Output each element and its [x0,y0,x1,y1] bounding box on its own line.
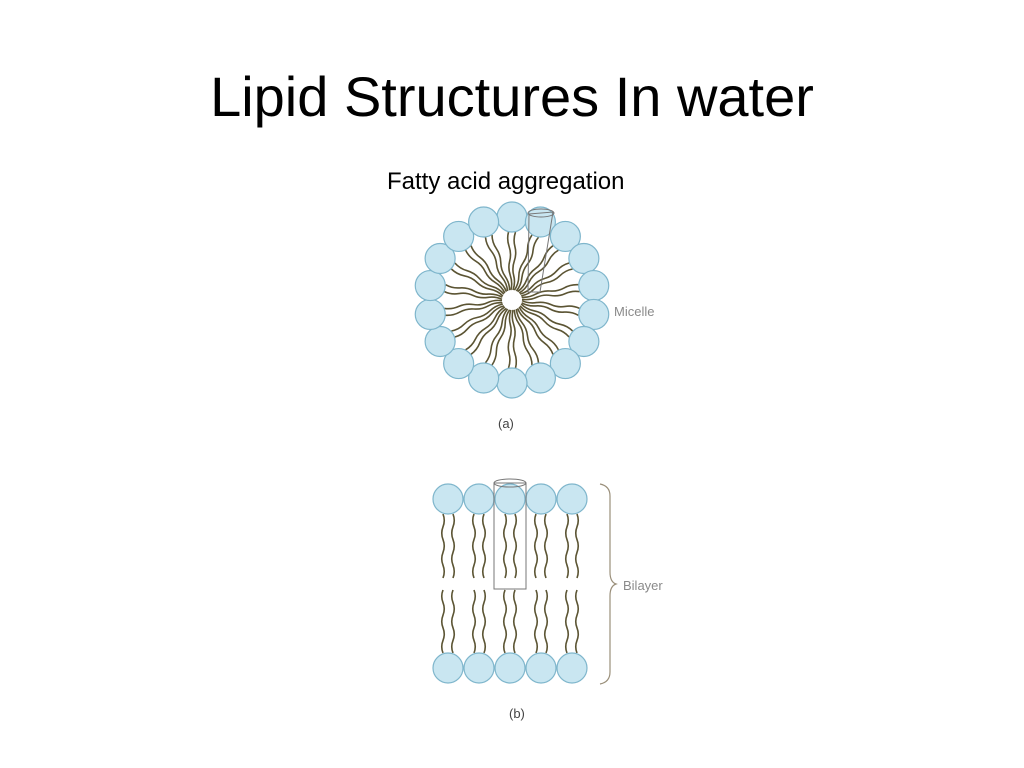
micelle-head [443,347,475,380]
bilayer-head-top [525,483,557,515]
micelle-tail [519,305,570,338]
micelle-tail [521,302,579,317]
micelle-lipid-outline [527,211,554,293]
bilayer-tail [543,589,549,654]
micelle-tail [444,299,503,310]
bilayer-tail [481,589,487,654]
bilayer-tail [440,589,446,654]
micelle-tail [445,283,503,298]
bilayer-tail [533,589,539,654]
micelle-tail [465,306,506,351]
micelle-tail [513,234,533,291]
bilayer-lipid-cap [493,478,527,488]
bilayer-tail [533,513,539,579]
bilayer-head-bottom [463,652,495,684]
micelle-tail [454,305,505,338]
bilayer [432,478,618,685]
bilayer-tail [481,513,487,579]
micelle-tail [515,236,540,292]
bilayer-tail [471,589,477,654]
bilayer-tail [574,589,580,654]
figure-title: Fatty acid aggregation [387,168,625,195]
bilayer-head-top [494,483,526,515]
bilayer-head-bottom [432,652,464,684]
bilayer-head-bottom [494,652,526,684]
micelle-tail [521,299,580,310]
micelle-tail [516,308,554,355]
micelle-tail [445,301,503,317]
micelle-tail [518,306,560,351]
micelle-tail [507,309,512,369]
micelle-tail [451,303,503,332]
bilayer-tail [450,513,456,579]
micelle-tail [506,231,513,291]
micelle-head [414,269,446,302]
micelle-tail [464,249,506,294]
micelle [414,201,610,399]
micelle-head [568,242,600,275]
bilayer-tail [564,513,570,579]
micelle-head [424,325,456,358]
micelle-tail [484,237,509,292]
micelle-tail [444,290,503,301]
micelle-tail [491,309,511,366]
bilayer-tail [574,513,580,579]
micelle-head [578,298,610,331]
bilayer-tail [502,589,508,654]
micelle-tail [484,308,509,364]
bilayer-head-top [556,483,588,515]
micelle-head [496,367,528,399]
bilayer-lipid-outline [493,482,527,590]
bilayer-tail [440,513,446,579]
micelle-tail [513,309,533,366]
micelle-head [424,242,456,275]
bilayer-head-bottom [556,652,588,684]
bilayer-tail [564,589,570,654]
bilayer-head-top [432,483,464,515]
micelle-tail [491,234,511,291]
micelle-head [443,220,475,253]
bilayer-label: Bilayer [623,578,663,593]
micelle-head [468,362,500,394]
slide-title: Lipid Structures In water [210,65,814,128]
bilayer-tail [512,589,518,654]
micelle-tail [470,245,508,292]
micelle-tail [512,231,517,291]
micelle-tail [520,303,574,332]
micelle-label: Micelle [614,304,654,319]
micelle-head [578,269,610,302]
micelle-tail [470,307,507,355]
micelle-tail [521,290,580,301]
micelle-head [468,206,500,238]
micelle-lipid-cap [527,208,555,218]
bilayer-tail [543,513,549,579]
bilayer-bracket [599,483,618,685]
micelle-tail [454,262,505,295]
micelle-head [524,362,556,394]
bilayer-tail [512,513,518,579]
micelle-head [414,298,446,331]
micelle-tail [450,268,504,297]
micelle-tail [521,283,579,299]
micelle-tail [518,249,559,294]
bilayer-tail [450,589,456,654]
micelle-head [524,206,556,238]
micelle-head [549,347,581,380]
micelle-head [549,220,581,253]
micelle-tail [515,308,540,363]
bilayer-head-top [463,483,495,515]
micelle-tail [517,245,554,293]
panel-label-b: (b) [509,706,525,721]
micelle-tail [511,309,518,369]
micelle-head [568,325,600,358]
bilayer-head-bottom [525,652,557,684]
bilayer-tail [502,513,508,579]
panel-label-a: (a) [498,416,514,431]
micelle-tail [519,262,570,295]
micelle-head [496,201,528,233]
bilayer-tail [471,513,477,579]
